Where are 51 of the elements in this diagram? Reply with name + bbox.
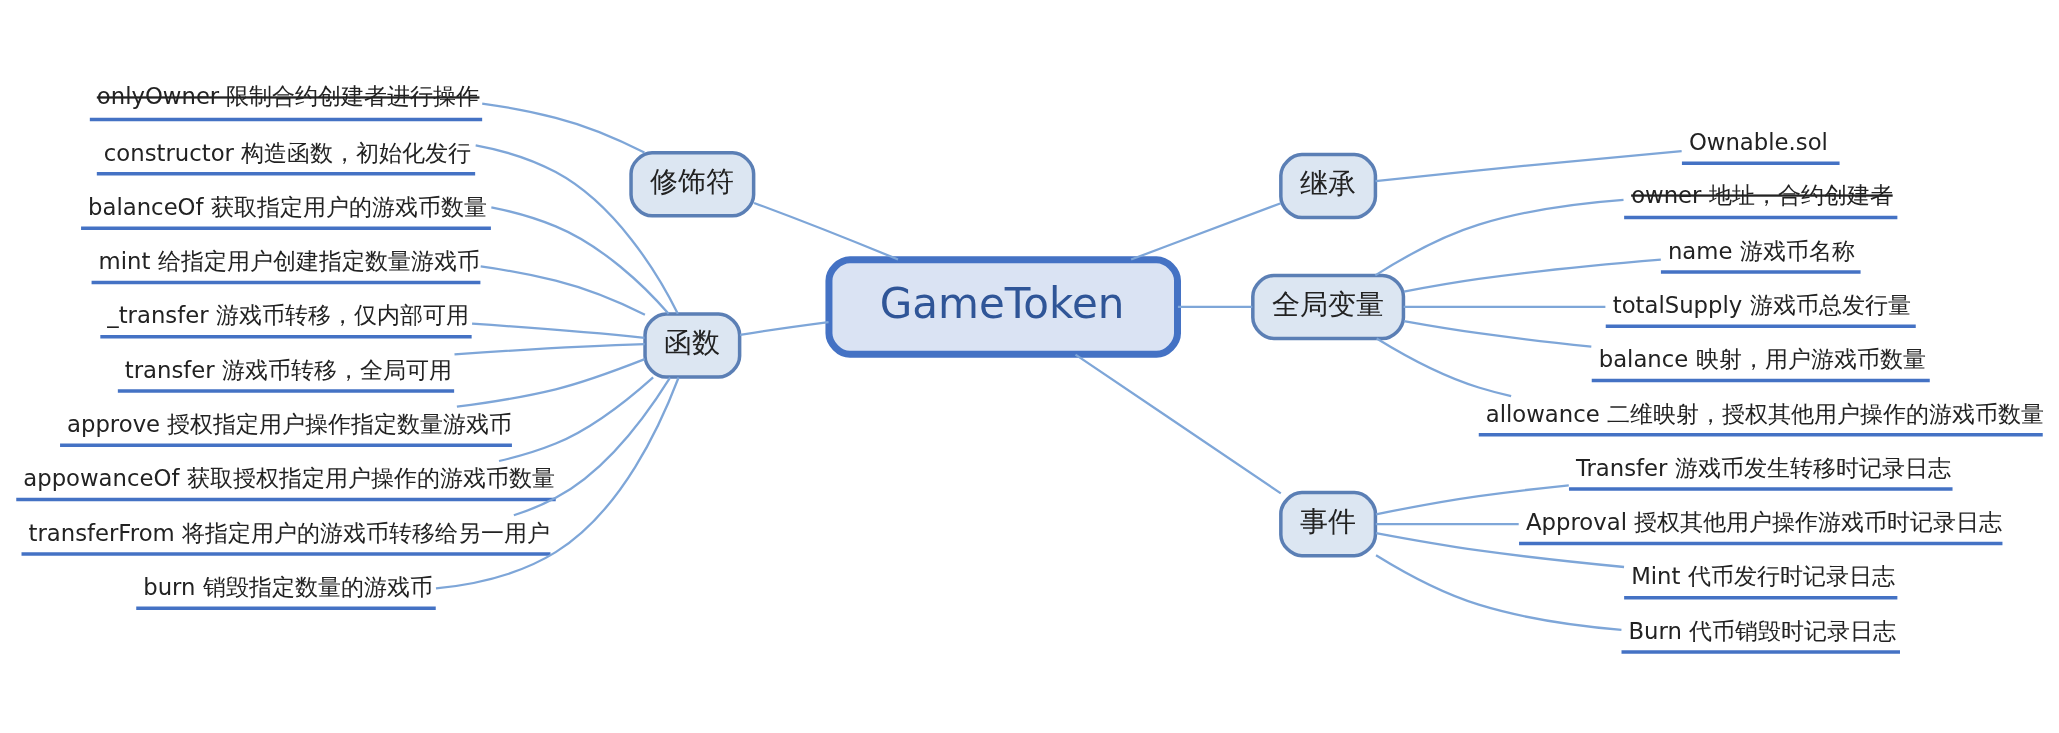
node-text: mint 给指定用户创建指定数量游戏币 — [98, 248, 480, 275]
node-text: owner 地址，合约创建者 — [1631, 181, 1893, 208]
node-text: Ownable.sol — [1688, 129, 1828, 156]
connector — [753, 201, 899, 261]
connector — [456, 358, 646, 408]
connector — [1177, 305, 1253, 309]
node-text: totalSupply 游戏币总发行量 — [1612, 291, 1911, 318]
node-text: approve 授权指定用户操作指定数量游戏币 — [67, 411, 513, 438]
connector — [1374, 198, 1624, 277]
connector — [1074, 353, 1282, 495]
node-text: Transfer 游戏币发生转移时记录日志 — [1575, 454, 1951, 481]
node-text: name 游戏币名称 — [1667, 237, 1855, 264]
node-text: balance 映射，用户游戏币数量 — [1598, 346, 1926, 373]
connector — [1375, 149, 1682, 183]
connector — [1403, 320, 1592, 348]
node-text: Approval 授权其他用户操作游戏币时记录日志 — [1526, 509, 2003, 536]
node-text: allowance 二维映射，授权其他用户操作的游戏币数量 — [1485, 400, 2044, 427]
node-text: burn 销毁指定数量的游戏币 — [143, 573, 433, 600]
connector — [498, 376, 654, 463]
node-text: appowanceOf 获取授权指定用户操作的游戏币数量 — [23, 465, 555, 492]
connector — [1375, 554, 1622, 631]
node-box: 全局变量 — [1251, 273, 1406, 341]
connector — [1403, 305, 1606, 309]
node-text: _transfer 游戏币转移，仅内部可用 — [107, 302, 469, 329]
connector — [739, 320, 829, 336]
node-box: 事件 — [1279, 490, 1378, 558]
node-text: constructor 构造函数，初始化发行 — [103, 139, 472, 166]
connector — [475, 144, 679, 315]
node-box: 继承 — [1279, 152, 1378, 220]
node-text: Mint 代币发行时记录日志 — [1631, 563, 1895, 590]
connector — [480, 265, 646, 316]
connector — [513, 377, 672, 517]
node-text: onlyOwner 限制合约创建者进行操作 — [96, 83, 480, 110]
connector — [482, 102, 645, 154]
connector — [435, 377, 680, 590]
node-text: transferFrom 将指定用户的游戏币转移给另一用户 — [28, 519, 550, 546]
connector — [1403, 258, 1661, 293]
connector — [1375, 532, 1625, 569]
connector — [1376, 337, 1512, 398]
connector — [1375, 484, 1569, 516]
node-box: 修饰符 — [629, 151, 756, 218]
node-text: Burn 代币销毁时记录日志 — [1628, 617, 1897, 644]
connector — [1375, 523, 1519, 526]
connector — [472, 322, 645, 340]
node-text: transfer 游戏币转移，全局可用 — [124, 356, 452, 383]
node-box: 函数 — [643, 312, 742, 379]
node-box: GameToken — [825, 256, 1181, 358]
node-text: balanceOf 获取指定用户的游戏币数量 — [88, 193, 487, 220]
connector — [1130, 202, 1282, 261]
connector — [491, 206, 670, 315]
connector — [454, 343, 645, 356]
